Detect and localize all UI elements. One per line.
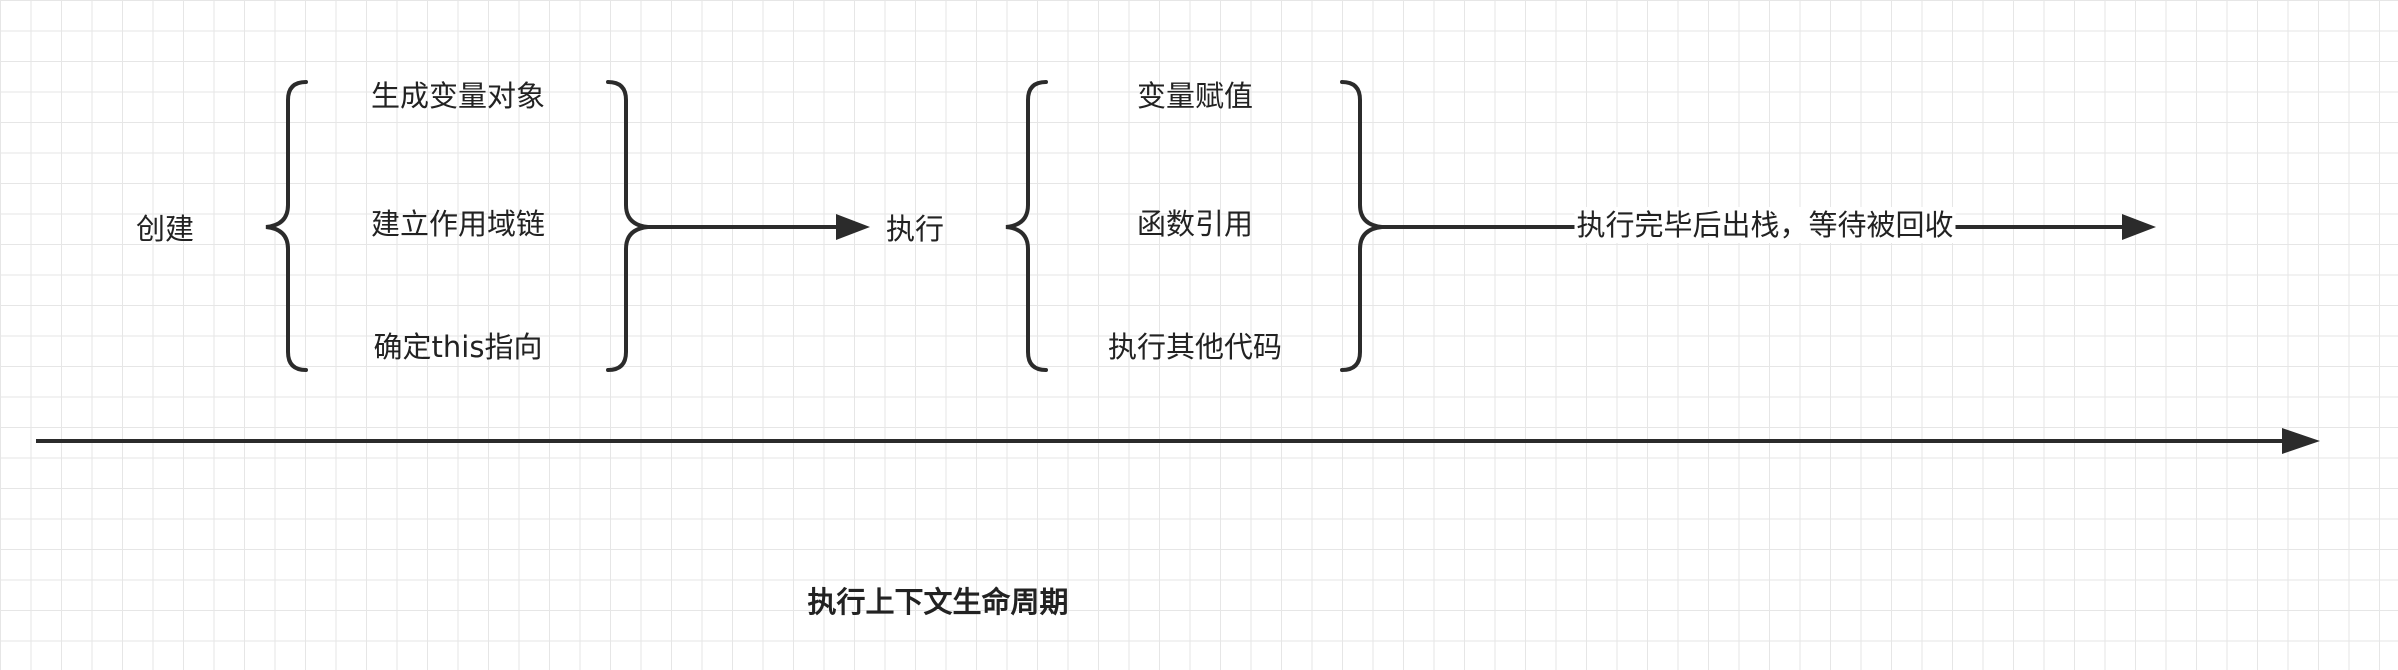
execute-phase-label: 执行: [886, 212, 945, 246]
create-step-this: 确定this指向: [373, 330, 543, 364]
execute-brace-close: [1340, 80, 1383, 372]
arrow-to-execute-head: [836, 214, 870, 240]
create-step-variable-object: 生成变量对象: [370, 79, 546, 113]
timeline-arrow-head: [2282, 428, 2320, 454]
diagram-caption: 执行上下文生命周期: [807, 585, 1069, 619]
create-brace-close: [606, 80, 649, 372]
execute-step-assignment: 变量赋值: [1136, 79, 1254, 113]
create-step-scope-chain: 建立作用域链: [370, 207, 546, 241]
create-brace-open: [265, 80, 308, 372]
execute-brace-open: [1005, 80, 1048, 372]
finish-label: 执行完毕后出栈，等待被回收: [1574, 207, 1956, 243]
arrow-to-finish-head: [2122, 214, 2156, 240]
execute-step-function-reference: 函数引用: [1136, 207, 1254, 241]
create-phase-label: 创建: [136, 212, 195, 246]
execute-step-other-code: 执行其他代码: [1107, 330, 1283, 364]
